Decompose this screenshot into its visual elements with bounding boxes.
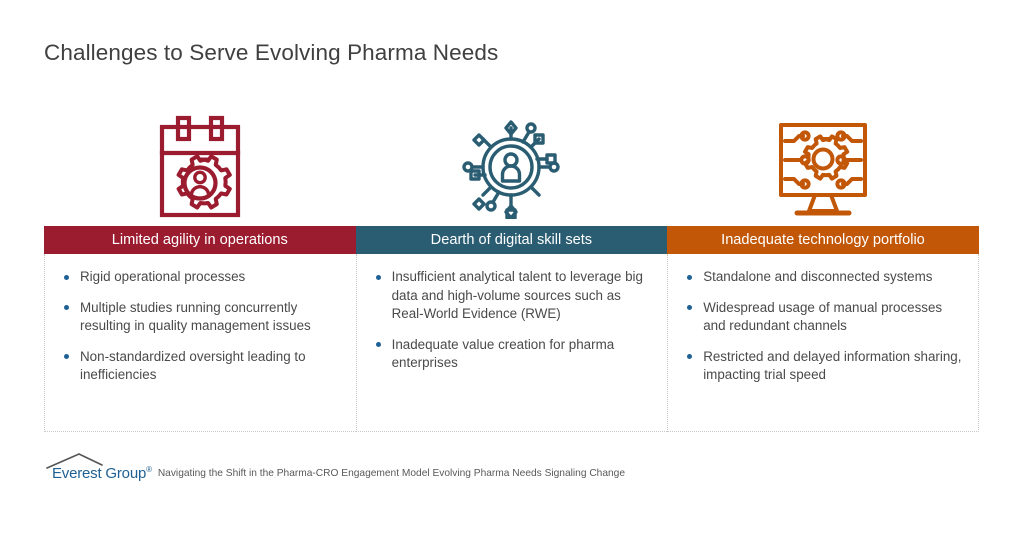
column-body-3: Standalone and disconnected systems Wide… [667,254,979,432]
calendar-gear-person-icon [153,115,247,224]
list-item: Widespread usage of manual processes and… [678,299,962,336]
column-header-3: Inadequate technology portfolio [667,226,979,254]
challenge-column-3: Inadequate technology portfolio Standalo… [667,108,979,432]
bullet-dot-icon [64,274,69,280]
bullet-text: Restricted and delayed information shari… [703,348,962,383]
challenge-column-2: Dearth of digital skill sets Insufficien… [355,108,668,432]
logo-text: Everest Group® [46,462,152,482]
bullet-dot-icon [64,305,69,311]
list-item: Rigid operational processes [55,268,340,287]
list-item: Insufficient analytical talent to levera… [367,268,652,324]
everest-group-logo: Everest Group® [46,453,152,482]
bullet-dot-icon [687,305,693,311]
column-header-1: Limited agility in operations [44,226,356,254]
bullet-text: Non-standardized oversight leading to in… [80,348,306,383]
challenge-columns: Limited agility in operations Rigid oper… [44,108,979,432]
challenge-column-1: Limited agility in operations Rigid oper… [44,108,356,432]
bullet-text: Widespread usage of manual processes and… [703,299,943,334]
bullet-text: Multiple studies running concurrently re… [80,299,311,334]
registered-mark: ® [146,465,152,474]
footer-caption: Navigating the Shift in the Pharma-CRO E… [157,468,625,479]
network-skills-person-icon [461,115,561,224]
bullet-text: Inadequate value creation for pharma ent… [391,336,615,371]
list-item: Non-standardized oversight leading to in… [55,348,340,385]
bullet-dot-icon [64,354,69,360]
column-body-1: Rigid operational processes Multiple stu… [44,254,356,432]
bullet-dot-icon [375,274,381,280]
list-item: Restricted and delayed information shari… [678,348,962,385]
bullet-dot-icon [687,274,693,280]
bullet-text: Rigid operational processes [80,269,246,284]
bullet-text: Standalone and disconnected systems [703,269,933,284]
icon-zone-1 [44,108,356,226]
bullet-dot-icon [375,342,381,348]
logo-name: Everest Group [52,465,147,482]
list-item: Standalone and disconnected systems [678,268,962,287]
icon-zone-2 [356,108,668,226]
bullet-list-2: Insufficient analytical talent to levera… [367,268,652,373]
list-item: Multiple studies running concurrently re… [55,299,340,336]
icon-zone-3 [667,108,979,226]
monitor-circuit-gear-icon [771,119,875,224]
bullet-dot-icon [687,354,693,360]
mountain-peak-icon [46,453,103,469]
bullet-list-3: Standalone and disconnected systems Wide… [678,268,962,385]
column-body-2: Insufficient analytical talent to levera… [355,254,668,432]
page-title: Challenges to Serve Evolving Pharma Need… [44,40,499,65]
list-item: Inadequate value creation for pharma ent… [367,336,652,373]
bullet-list-1: Rigid operational processes Multiple stu… [55,268,340,385]
bullet-text: Insufficient analytical talent to levera… [391,269,643,322]
footer: Everest Group® Navigating the Shift in t… [46,453,625,482]
column-header-2: Dearth of digital skill sets [355,226,668,254]
